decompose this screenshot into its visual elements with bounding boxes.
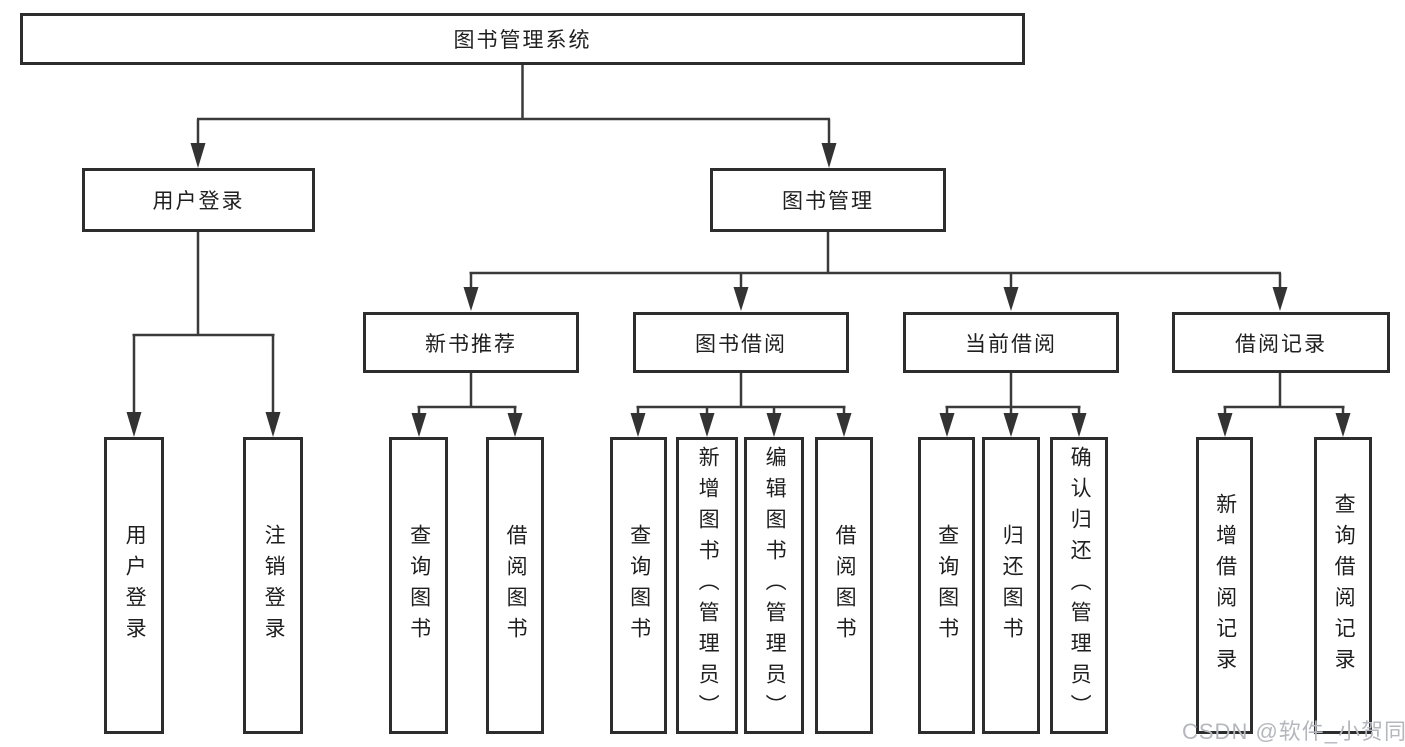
leaf-return-books: 归还图书 xyxy=(982,437,1040,734)
node-label: 查询借阅记录 xyxy=(1332,492,1356,679)
leaf-query-books-current: 查询图书 xyxy=(918,437,975,734)
node-label: 查询图书 xyxy=(935,523,959,648)
node-label: 编辑图书（管理员） xyxy=(763,446,787,725)
node-book-borrow: 图书借阅 xyxy=(633,312,849,373)
leaf-user-login: 用户登录 xyxy=(104,437,164,734)
node-book-management: 图书管理 xyxy=(710,168,946,232)
leaf-confirm-return-admin: 确认归还（管理员） xyxy=(1050,437,1108,734)
node-label: 归还图书 xyxy=(1000,523,1024,648)
node-label: 图书借阅 xyxy=(695,332,787,356)
node-new-book-recommend: 新书推荐 xyxy=(363,312,579,373)
leaf-logout: 注销登录 xyxy=(243,437,303,734)
leaf-borrow-books-recommend: 借阅图书 xyxy=(486,437,544,734)
node-label: 注销登录 xyxy=(262,523,286,648)
node-label: 确认归还（管理员） xyxy=(1068,446,1092,725)
node-label: 图书管理 xyxy=(782,190,874,213)
node-label: 当前借阅 xyxy=(965,332,1057,356)
node-label: 用户登录 xyxy=(123,523,147,648)
node-label: 借阅图书 xyxy=(833,523,857,648)
node-label: 借阅图书 xyxy=(504,523,528,648)
leaf-borrow-books: 借阅图书 xyxy=(815,437,873,734)
node-label: 图书管理系统 xyxy=(453,29,592,52)
node-current-borrow: 当前借阅 xyxy=(903,312,1119,373)
leaf-edit-books-admin: 编辑图书（管理员） xyxy=(744,437,804,734)
node-label: 新书推荐 xyxy=(425,332,517,356)
node-library-management-system: 图书管理系统 xyxy=(20,13,1025,65)
node-label: 新增图书（管理员） xyxy=(696,446,720,725)
node-label: 查询图书 xyxy=(627,523,651,648)
node-label: 查询图书 xyxy=(407,523,431,648)
node-user-login: 用户登录 xyxy=(82,168,315,232)
leaf-add-books-admin: 新增图书（管理员） xyxy=(676,437,738,734)
leaf-add-borrow-record: 新增借阅记录 xyxy=(1196,437,1253,734)
leaf-query-borrow-record: 查询借阅记录 xyxy=(1314,437,1372,734)
leaf-query-books-borrow: 查询图书 xyxy=(610,437,667,734)
node-label: 新增借阅记录 xyxy=(1213,492,1237,679)
node-label: 用户登录 xyxy=(152,190,245,213)
node-borrow-records: 借阅记录 xyxy=(1172,312,1390,373)
csdn-watermark: CSDN @软件_小贺同学 xyxy=(1182,719,1405,744)
node-label: 借阅记录 xyxy=(1235,332,1327,356)
leaf-query-books-recommend: 查询图书 xyxy=(389,437,448,734)
